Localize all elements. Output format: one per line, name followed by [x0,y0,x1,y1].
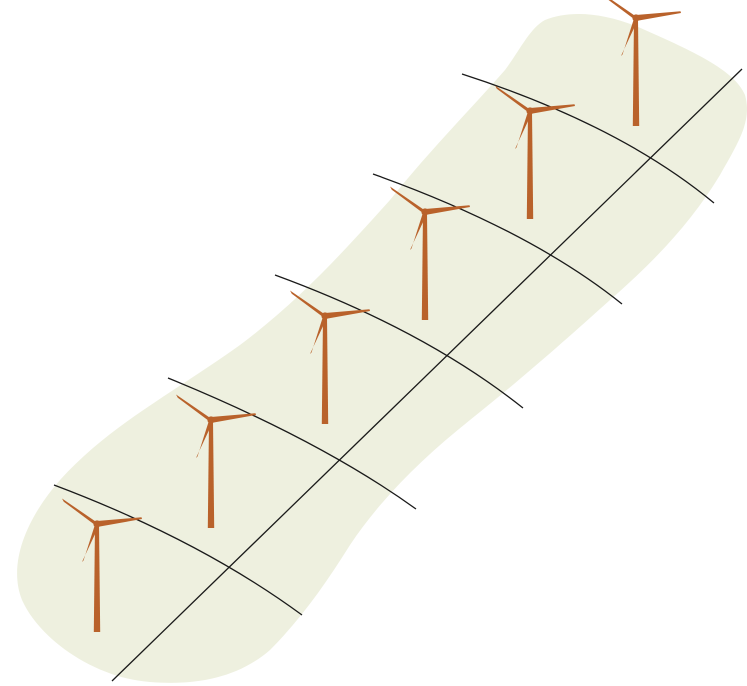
wind-farm-diagram [0,0,747,686]
